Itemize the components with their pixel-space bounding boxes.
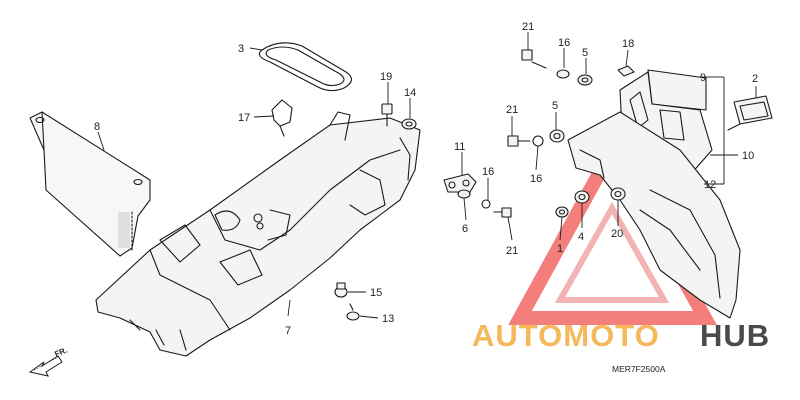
callout-18: 18 [622, 38, 634, 50]
part-10-plate-bracket [567, 111, 741, 319]
callout-21-c: 21 [506, 104, 518, 116]
callout-1: 1 [557, 243, 563, 255]
part-16-washer-c [532, 135, 544, 147]
callout-8: 8 [94, 121, 100, 133]
callout-21-b: 21 [522, 21, 534, 33]
part-21-bolt-b [521, 49, 547, 69]
callout-14: 15 [370, 287, 382, 299]
part-21-bolt-c [507, 135, 531, 147]
callout-16-c: 16 [530, 173, 542, 185]
part-5-grommet-b [549, 129, 565, 143]
callout-12: 11 [454, 141, 465, 153]
part-2-reflector [727, 95, 773, 131]
part-21-bolt-a [493, 207, 512, 218]
callout-4: 4 [578, 231, 584, 243]
callout-11: 12 [704, 179, 716, 191]
part-7-rear-fender [95, 111, 421, 357]
front-direction-arrow: FR. [28, 346, 69, 377]
part-17-clip [271, 99, 293, 137]
part-18-nut [617, 65, 635, 77]
part-8-sheet [29, 111, 151, 257]
arrow-icon [28, 355, 63, 377]
watermark-text-part1: AUTOMOTO [472, 318, 660, 353]
leader-lines [97, 32, 757, 319]
callout-17: 17 [238, 112, 250, 124]
callout-9: 9 [700, 72, 706, 84]
callout-13: 13 [382, 313, 394, 325]
callout-16-a: 16 [482, 166, 494, 178]
watermark-text: AUTOMOTO HUB [472, 318, 770, 353]
part-20-bushing [610, 187, 626, 201]
callout-15: 14 [404, 87, 416, 99]
part-16-washer-a [481, 199, 491, 209]
callout-21-a: 21 [506, 245, 518, 257]
callout-5-b: 5 [552, 100, 558, 112]
part-14-grommet [334, 282, 348, 298]
callout-7: 7 [285, 325, 291, 337]
callout-labels: 3 8 19 14 17 7 11 16 6 21 21 16 5 18 21 … [94, 21, 758, 337]
watermark-text-part2: HUB [700, 318, 770, 353]
callout-5-a: 5 [582, 47, 588, 59]
callout-20: 20 [611, 228, 623, 240]
part-19-bolt [381, 103, 393, 127]
part-5-grommet-a [577, 74, 593, 86]
part-12-bracket [443, 173, 477, 193]
part-13-screw [346, 303, 360, 321]
callout-6: 6 [462, 223, 468, 235]
part-1-bushing [555, 206, 569, 218]
part-6-collar [457, 189, 471, 199]
part-16-washer-b [556, 69, 570, 79]
diagram-code: MER7F2500A [612, 364, 666, 374]
callout-19: 19 [380, 71, 392, 83]
callout-2: 2 [752, 73, 758, 85]
direction-label: FR. [53, 346, 68, 359]
part-3-seal [258, 42, 353, 92]
callout-16-b: 16 [558, 37, 570, 49]
callout-3: 3 [238, 43, 244, 55]
part-4-bushing [574, 190, 590, 204]
part-15-grommet [401, 118, 417, 130]
callout-10: 10 [742, 150, 754, 162]
